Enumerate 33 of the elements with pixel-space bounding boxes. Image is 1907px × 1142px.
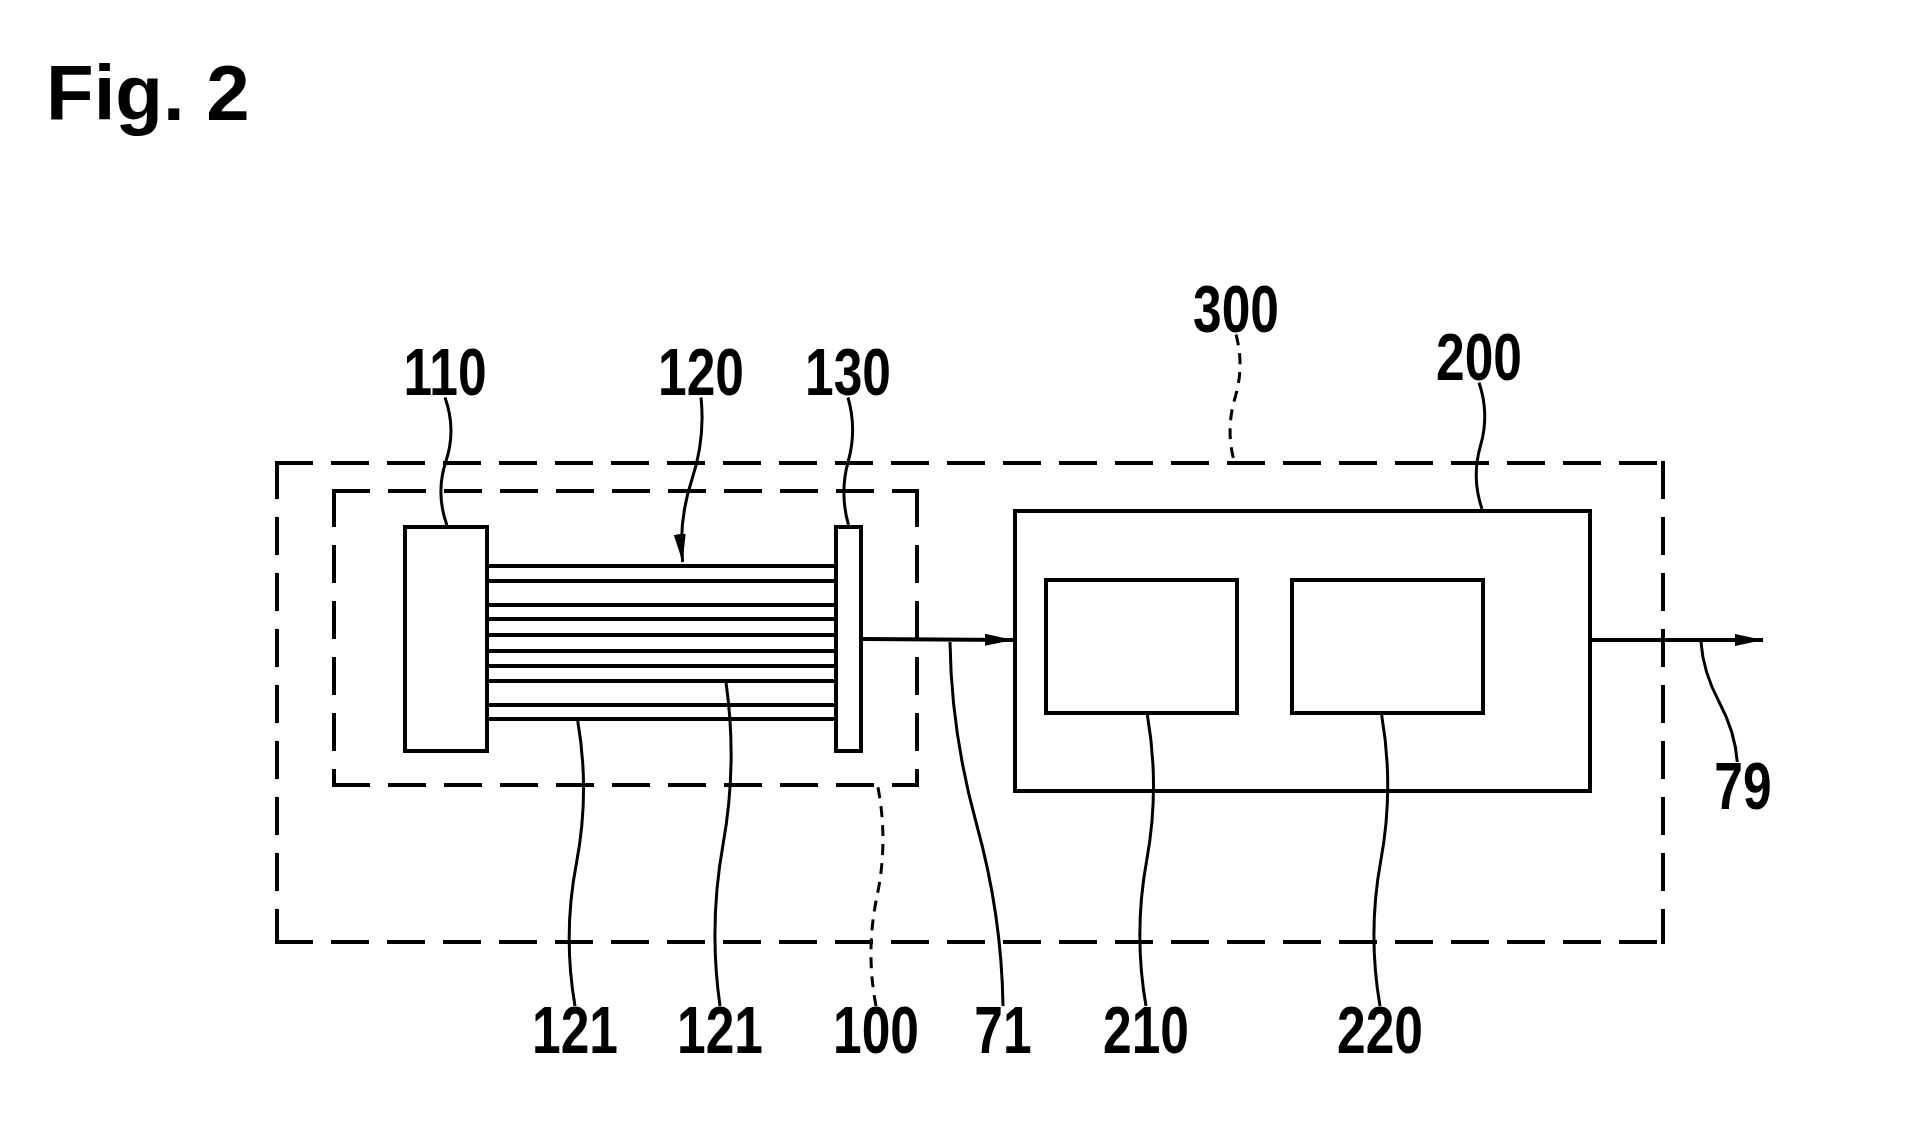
reference-numeral: 121	[532, 1006, 618, 1056]
reference-numeral: 120	[658, 348, 744, 398]
leader-line	[713, 682, 733, 1007]
reference-numeral: 79	[1714, 762, 1772, 812]
reference-numeral: 100	[833, 1006, 919, 1056]
reference-numeral: 220	[1337, 1006, 1423, 1056]
reference-numeral: 110	[403, 348, 487, 398]
leader-line	[948, 641, 1005, 1007]
leader-line	[869, 786, 885, 1007]
leader-arrow	[674, 397, 704, 563]
leader-line	[1372, 714, 1390, 1007]
reference-numeral: 130	[805, 348, 891, 398]
reference-numeral: 71	[974, 1006, 1032, 1056]
leader-line	[1138, 714, 1155, 1007]
narrow-plate	[834, 525, 863, 753]
arrow	[1592, 634, 1763, 646]
unit-box	[1013, 509, 1592, 793]
reference-numeral: 121	[677, 1006, 763, 1056]
figure-title: Fig. 2	[46, 51, 250, 137]
reference-numeral: 200	[1436, 333, 1522, 383]
arrow	[863, 633, 1013, 646]
reference-numeral: 300	[1193, 285, 1279, 335]
sub-unit-box	[1044, 578, 1239, 715]
leader-line	[567, 720, 586, 1007]
dashed-frame	[275, 461, 1665, 944]
dashed-frame	[332, 489, 919, 787]
leader-line	[439, 397, 453, 526]
leader-line	[1474, 382, 1487, 510]
rectangular-block	[403, 525, 489, 753]
leader-line	[842, 397, 855, 526]
sub-unit-box	[1290, 578, 1485, 715]
leader-line	[1699, 641, 1739, 763]
reference-numeral: 210	[1103, 1006, 1189, 1056]
